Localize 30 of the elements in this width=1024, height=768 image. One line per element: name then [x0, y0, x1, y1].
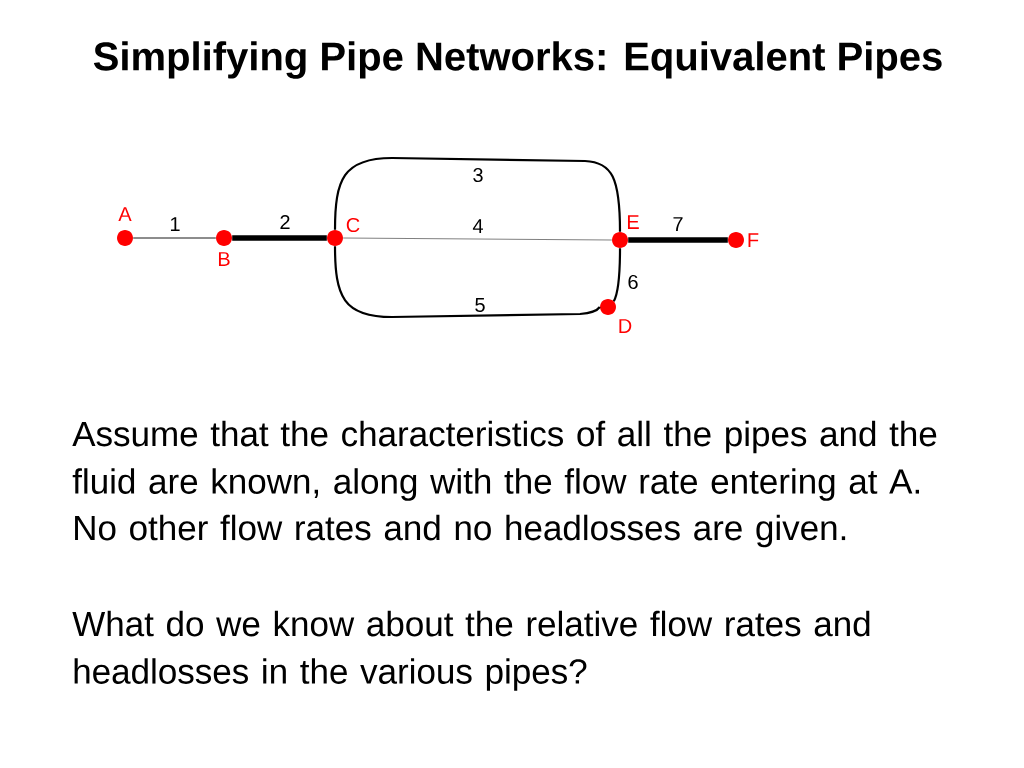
pipe-number: 3 — [473, 167, 483, 183]
title: Simplifying Pipe Networks: Equivalent Pipes — [93, 41, 942, 79]
pipe-line — [612, 248, 622, 302]
pipe-number: 1 — [170, 217, 180, 231]
body-text: No other flow rates and no headlosses are given. — [75, 514, 846, 548]
pipe-number: 5 — [475, 298, 485, 312]
pipe-number: 7 — [673, 217, 683, 231]
pipe-number: 2 — [280, 215, 290, 229]
junction-dot — [327, 230, 343, 246]
pipe-number: 6 — [628, 274, 638, 290]
junction-dot — [728, 232, 744, 248]
pipe-line — [342, 237, 613, 241]
body-text: Assume that the characteristics of all the pipes and the fluid are known, along with the flow rate entering at A. — [72, 420, 937, 501]
junction-dot — [600, 299, 616, 315]
pipe-line — [232, 235, 327, 241]
pipe-line — [628, 237, 728, 243]
point-label: C — [346, 217, 360, 233]
pipe-line — [132, 237, 217, 239]
point-label: E — [628, 215, 639, 229]
point-label: B — [219, 252, 230, 266]
pipe-line — [333, 156, 622, 232]
junction-dot — [612, 232, 628, 248]
pipe-number: 4 — [472, 219, 483, 233]
point-label: A — [118, 207, 132, 221]
point-label: F — [748, 233, 759, 247]
junction-dot — [216, 230, 232, 246]
point-label: D — [619, 319, 632, 333]
pipe-line — [333, 246, 601, 319]
junction-dot — [117, 230, 133, 246]
body-text: What do we know about the relative flow rates and headlosses in the various pipes? — [72, 610, 870, 691]
